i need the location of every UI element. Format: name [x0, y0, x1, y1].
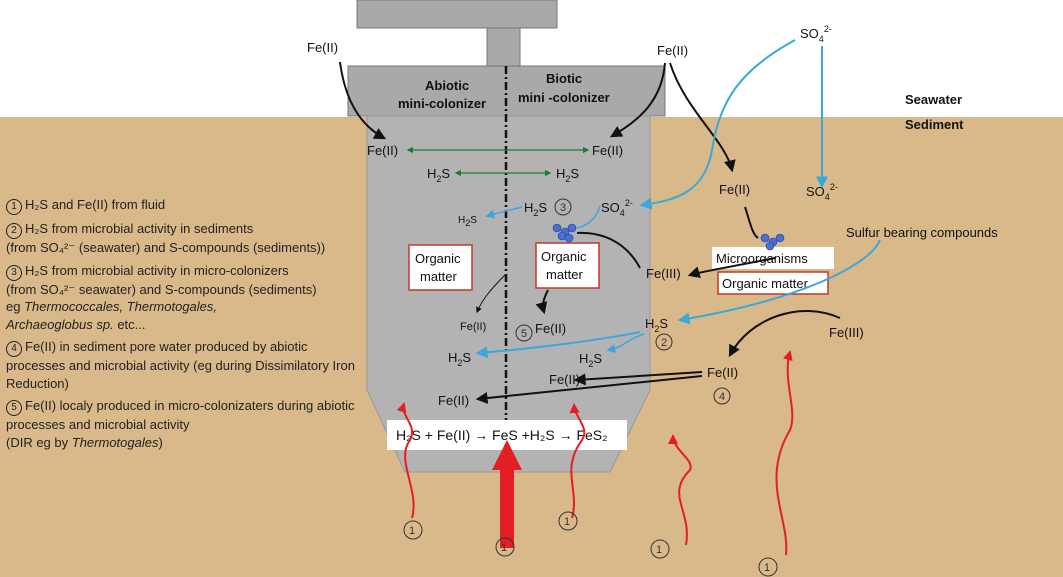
organic-matter-label: Organic matter — [722, 276, 809, 291]
legend-num-3: 3 — [6, 264, 22, 281]
biotic-sublabel: mini -colonizer — [518, 90, 610, 105]
feii-label-top-left: Fe(II) — [307, 40, 338, 55]
arrow-so4-to-microbes — [576, 205, 601, 229]
marker-4 — [713, 387, 731, 405]
red-arrow-right — [668, 434, 692, 546]
marker-4-number: 4 — [719, 391, 725, 403]
arrow-feii-to-abiotic-low — [475, 375, 703, 404]
microorganisms-label: Microorganisms — [716, 251, 808, 266]
reaction-equation: H₂S + Fe(II) → FeS +H₂S → FeS₂ — [396, 427, 608, 443]
feii-label-sediment: Fe(II) — [719, 182, 750, 197]
arrow-feii-to-microbes — [744, 206, 759, 239]
organic-sublabel-biotic: matter — [546, 267, 584, 282]
red-arrow-left — [396, 402, 415, 519]
abiotic-sublabel: mini-colonizer — [398, 96, 486, 111]
red-flow-arrows — [396, 350, 794, 556]
organic-matter-box-sediment — [717, 271, 829, 295]
black-flow-arrows — [339, 61, 841, 404]
h2s-label-biotic: H2S — [556, 166, 579, 184]
marker-2 — [655, 333, 673, 351]
marker-2-number: 2 — [661, 337, 667, 349]
arrow-feii-to-abiotic — [339, 61, 387, 140]
legend-num-1: 1 — [6, 199, 22, 215]
markers-1 — [403, 511, 778, 577]
feii-label-4: Fe(II) — [707, 365, 738, 380]
microorganism-cluster-sediment — [760, 233, 785, 251]
red-arrow-main — [492, 440, 522, 548]
h2s-label-small: H2S — [458, 215, 477, 228]
microorganism-cluster-biotic — [552, 223, 577, 243]
marker-1c: 1 — [501, 542, 507, 554]
marker-1a: 1 — [409, 525, 415, 537]
legend-num-2: 2 — [6, 223, 22, 239]
sediment-label: Sediment — [905, 117, 964, 132]
device-stem — [486, 27, 521, 67]
h2s-label-abiotic: H2S — [427, 166, 450, 184]
marker-1b: 1 — [564, 516, 570, 528]
device-body — [366, 115, 651, 473]
feii-label-abiotic-low: Fe(II) — [438, 393, 469, 408]
arrow-organic-to-feii — [535, 289, 549, 315]
arrow-so4-to-biotic — [639, 39, 796, 210]
marker-5-number: 5 — [521, 328, 527, 340]
arrow-feiii-to-feii — [728, 309, 841, 358]
arrow-organic-abiotic — [476, 274, 506, 314]
marker-1d: 1 — [656, 544, 662, 556]
feii-label-5: Fe(II) — [535, 321, 566, 336]
feii-label-abiotic: Fe(II) — [367, 143, 398, 158]
organic-label-biotic: Organic — [541, 249, 587, 264]
red-arrow-center — [569, 403, 586, 519]
device-cap — [347, 65, 666, 117]
arrow-to-feiii — [687, 257, 776, 278]
h2s-label-2: H2S — [645, 316, 668, 334]
marker-3 — [554, 198, 572, 216]
organic-sublabel-abiotic: matter — [420, 269, 458, 284]
organic-matter-box-abiotic — [408, 244, 473, 291]
legend-num-4: 4 — [6, 341, 22, 357]
feii-label-small: Fe(II) — [460, 321, 486, 333]
organic-label-abiotic: Organic — [415, 251, 461, 266]
feiii-label-right: Fe(III) — [829, 325, 864, 340]
arrow-h2s-to-abiotic — [475, 331, 641, 359]
marker-1e: 1 — [764, 562, 770, 574]
legend-num-5: 5 — [6, 400, 22, 416]
arrow-sulfur-to-h2s — [677, 239, 881, 325]
red-arrow-far-right — [775, 350, 794, 556]
h2s-label-biotic-low: H2S — [579, 351, 602, 369]
device-top-plate — [356, 0, 558, 29]
arrow-feii-to-biotic-low — [573, 371, 703, 386]
abiotic-label: Abiotic — [425, 78, 469, 93]
arrow-feiii-to-biotic — [576, 231, 641, 269]
arrow-h2s-to-biotic — [606, 333, 645, 354]
organic-matter-box-biotic — [535, 242, 600, 289]
arrow-h2s-small — [485, 206, 523, 219]
feii-label-biotic: Fe(II) — [592, 143, 623, 158]
marker-5 — [515, 324, 533, 342]
marker-3-number: 3 — [560, 202, 566, 214]
h2s-label-biotic-3: H2S — [524, 200, 547, 218]
feiii-label-left: Fe(III) — [646, 266, 681, 281]
h2s-label-abiotic-low: H2S — [448, 350, 471, 368]
so4-label-top: SO42- — [800, 24, 832, 44]
biotic-label: Biotic — [546, 71, 582, 86]
seawater-label: Seawater — [905, 92, 962, 107]
arrow-feii-to-sediment — [669, 62, 736, 173]
sulfur-bearing-label: Sulfur bearing compounds — [846, 225, 998, 240]
feii-label-biotic-low: Fe(II) — [549, 372, 580, 387]
blue-flow-arrows — [475, 39, 881, 359]
feii-label-top-right: Fe(II) — [657, 43, 688, 58]
so4-label-biotic: SO42- — [601, 198, 633, 218]
arrow-feii-to-biotic — [609, 62, 666, 138]
